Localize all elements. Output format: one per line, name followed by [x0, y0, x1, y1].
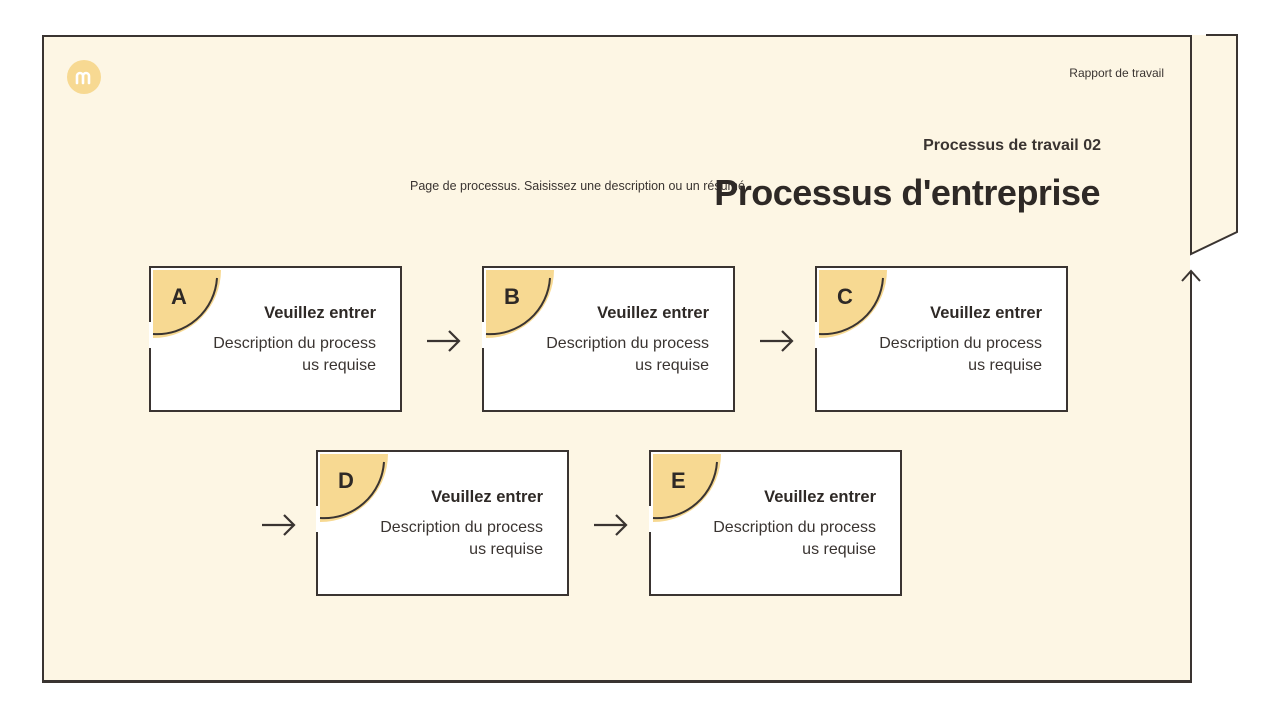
- step-title: Veuillez entrer: [930, 304, 1042, 322]
- process-card-d: D Veuillez entrer Description du process…: [316, 450, 569, 596]
- step-title: Veuillez entrer: [597, 304, 709, 322]
- step-description: Description du process us requise: [879, 335, 1042, 374]
- page-subtitle: Page de processus. Saisissez une descrip…: [410, 179, 749, 193]
- process-number: Processus de travail 02: [923, 137, 1101, 154]
- step-title: Veuillez entrer: [264, 304, 376, 322]
- process-card-e: E Veuillez entrer Description du process…: [649, 450, 902, 596]
- arrow-right-icon: [262, 514, 296, 536]
- process-card-a: A Veuillez entrer Description du process…: [149, 266, 402, 412]
- step-letter: E: [671, 468, 686, 493]
- step-description: Description du process us requise: [213, 335, 376, 374]
- report-label: Rapport de travail: [1069, 66, 1164, 80]
- step-letter: B: [504, 284, 520, 309]
- step-letter: A: [171, 284, 187, 309]
- step-description: Description du process us requise: [713, 519, 876, 558]
- step-description: Description du process us requise: [546, 335, 709, 374]
- step-description: Description du process us requise: [380, 519, 543, 558]
- arrow-right-icon: [760, 330, 794, 352]
- step-letter: D: [338, 468, 354, 493]
- arrow-right-icon: [594, 514, 628, 536]
- step-title: Veuillez entrer: [431, 488, 543, 506]
- process-card-b: B Veuillez entrer Description du process…: [482, 266, 735, 412]
- step-title: Veuillez entrer: [764, 488, 876, 506]
- step-letter: C: [837, 284, 853, 309]
- logo-m-icon: [67, 60, 101, 94]
- process-card-c: C Veuillez entrer Description du process…: [815, 266, 1068, 412]
- arrow-right-icon: [427, 330, 461, 352]
- page-title: Processus d'entreprise: [714, 172, 1100, 213]
